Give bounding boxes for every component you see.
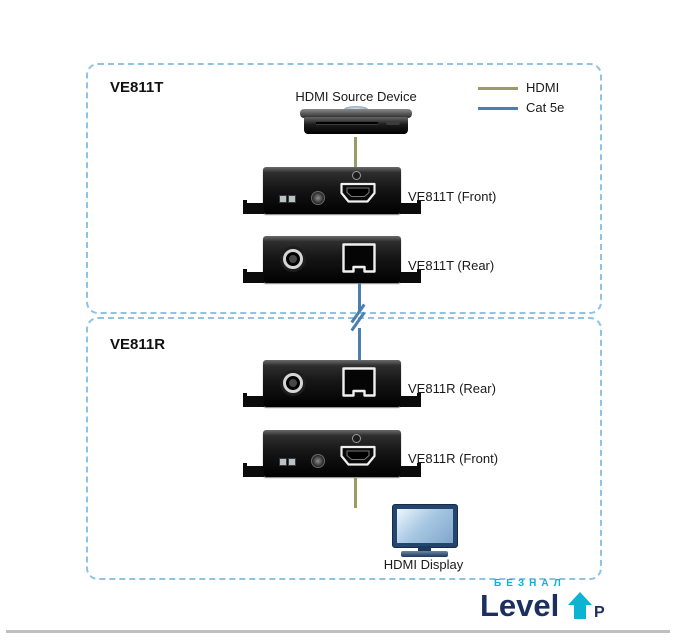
mount-flange	[243, 463, 264, 477]
ir-transmitter-icon	[311, 454, 325, 468]
mount-flange	[400, 463, 421, 477]
transmitter-title: VE811T	[110, 79, 164, 96]
pinhole-icon	[352, 171, 361, 180]
player-slot	[316, 122, 378, 124]
monitor-base	[401, 551, 448, 557]
hdmi-display-icon	[392, 504, 458, 548]
hdmi-cable-top	[354, 137, 357, 167]
ve811t-front-label: VE811T (Front)	[408, 189, 497, 204]
power-jack-icon	[283, 249, 303, 269]
pinhole-icon	[352, 434, 361, 443]
receiver-title: VE811R	[110, 336, 166, 353]
mount-flange	[243, 269, 264, 283]
cat5e-cable-lower	[358, 328, 361, 368]
cat5e-cable-upper	[358, 283, 361, 311]
monitor-neck	[418, 546, 431, 551]
hdmi-port-icon	[340, 445, 376, 466]
rj45-port-icon	[342, 367, 376, 397]
led-icon	[288, 195, 296, 203]
legend-cat5e-line-icon	[478, 107, 518, 110]
player-button	[386, 121, 400, 125]
hdmi-display-label: HDMI Display	[383, 557, 464, 572]
levelup-logo: БЕЗНАЛ Level P	[472, 578, 662, 630]
logo-main-text: Level	[480, 588, 560, 623]
ve811r-rear-label: VE811R (Rear)	[408, 381, 496, 396]
legend-cat5e-label: Cat 5e	[526, 100, 565, 115]
led-icon	[279, 458, 287, 466]
ve811t-rear-label: VE811T (Rear)	[408, 258, 495, 273]
player-lid	[300, 109, 412, 118]
mount-flange	[400, 393, 421, 407]
mount-flange	[400, 269, 421, 283]
ve811t-front-unit	[243, 167, 421, 214]
mount-flange	[243, 200, 264, 214]
logo-top-text: БЕЗНАЛ	[494, 578, 566, 589]
ve811r-rear-unit	[243, 360, 421, 407]
ve811r-front-label: VE811R (Front)	[408, 451, 499, 466]
ve811r-front-unit	[243, 430, 421, 477]
logo-suffix-text: P	[594, 604, 605, 621]
legend-hdmi-line-icon	[478, 87, 518, 90]
mount-flange	[400, 200, 421, 214]
hdmi-port-icon	[340, 182, 376, 203]
power-jack-icon	[283, 373, 303, 393]
ir-receiver-icon	[311, 191, 325, 205]
monitor-glass	[397, 509, 453, 543]
led-icon	[288, 458, 296, 466]
legend-hdmi-label: HDMI	[526, 80, 560, 95]
led-icon	[279, 195, 287, 203]
hdmi-cable-bottom	[354, 477, 357, 508]
hdmi-source-device-icon	[300, 106, 412, 138]
mount-flange	[243, 393, 264, 407]
source-device-label: HDMI Source Device	[295, 89, 417, 104]
rj45-port-icon	[342, 243, 376, 273]
ve811t-rear-unit	[243, 236, 421, 283]
up-arrow-icon	[568, 592, 592, 620]
player-body	[304, 117, 408, 134]
bottom-divider	[6, 630, 670, 633]
